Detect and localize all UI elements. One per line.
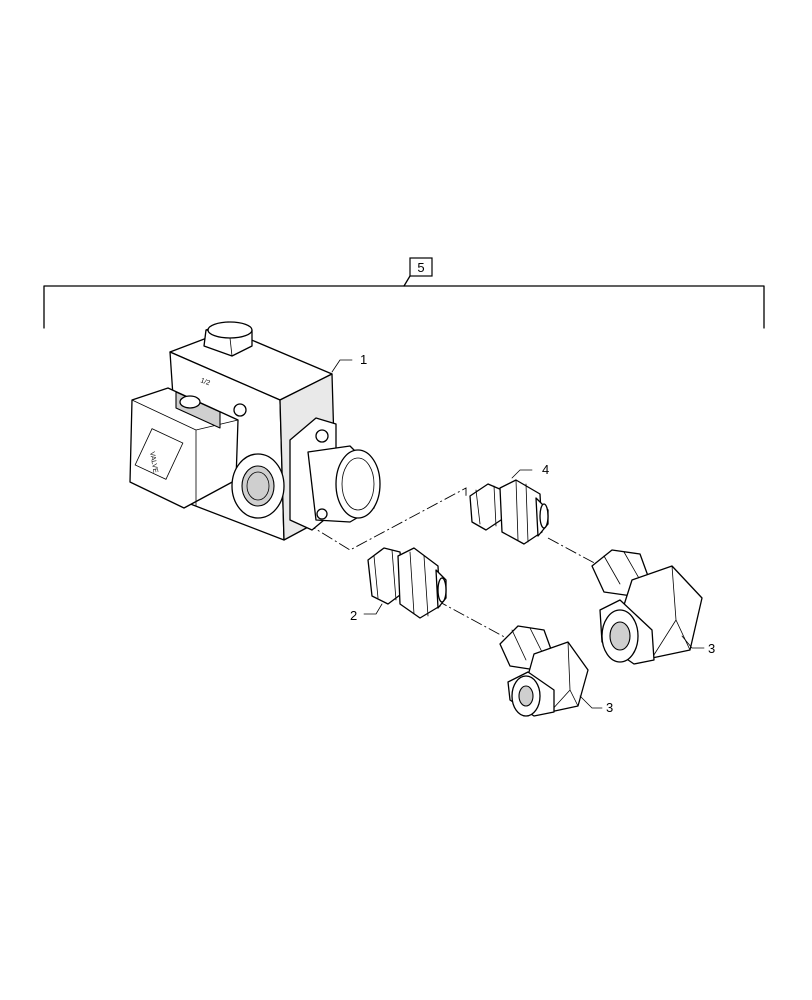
assembly-callout-box bbox=[409, 257, 433, 277]
valve-marking: VALVE 1/2 bbox=[134, 377, 211, 480]
callout-1-leader bbox=[331, 359, 353, 373]
center-lines bbox=[287, 487, 601, 641]
callout-3a-label: 3 bbox=[708, 641, 715, 656]
callout-3b-label: 3 bbox=[606, 700, 613, 715]
valve-body: VALVE 1/2 1 bbox=[129, 321, 381, 541]
assembly-callout-label: 5 bbox=[417, 260, 424, 275]
svg-text:VALVE: VALVE bbox=[148, 451, 159, 474]
assembly-bracket: 5 bbox=[43, 257, 765, 329]
valve-cylinder bbox=[289, 417, 381, 531]
callout-4-label: 4 bbox=[542, 462, 549, 477]
straight-adapter-4: 4 bbox=[469, 462, 549, 545]
svg-text:1/2: 1/2 bbox=[199, 377, 211, 387]
callout-3b-leader bbox=[579, 695, 603, 709]
callout-4-leader bbox=[511, 469, 533, 479]
threaded-port bbox=[231, 453, 285, 519]
callout-1-label: 1 bbox=[360, 352, 367, 367]
callout-2-leader bbox=[363, 603, 383, 615]
straight-adapter-2: 2 bbox=[350, 547, 447, 623]
callout-2-label: 2 bbox=[350, 608, 357, 623]
elbow-fitting-3-right: 3 bbox=[591, 549, 715, 665]
callout-3a-leader bbox=[681, 635, 705, 649]
elbow-fitting-3-left: 3 bbox=[499, 625, 613, 717]
